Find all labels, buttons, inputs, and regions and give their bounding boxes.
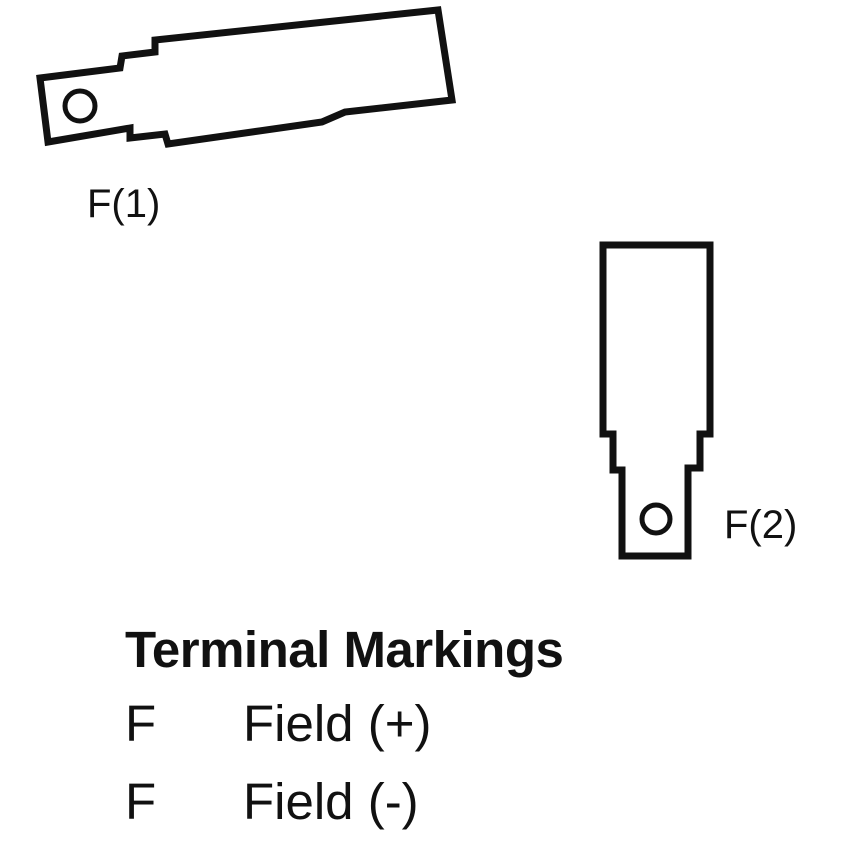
legend-row-field-negative: F Field (-) (125, 763, 825, 841)
legend-title: Terminal Markings (125, 621, 564, 678)
legend-row-field-positive: F Field (+) (125, 685, 825, 763)
legend-description: Field (+) (243, 695, 432, 752)
terminal-f1-hole (62, 88, 98, 124)
terminal-markings-legend: Terminal Markings F Field (+) F Field (-… (125, 615, 825, 841)
legend-description: Field (-) (243, 773, 419, 830)
terminal-f2 (599, 241, 714, 560)
terminal-f2-label: F(2) (724, 503, 797, 547)
terminal-f2-hole (639, 502, 673, 536)
terminal-f2-outline (599, 241, 714, 560)
legend-code: F (125, 695, 157, 752)
terminal-f1 (36, 6, 457, 148)
legend-code: F (125, 773, 157, 830)
terminal-f1-label: F(1) (87, 182, 160, 226)
terminal-f1-outline (36, 6, 457, 148)
